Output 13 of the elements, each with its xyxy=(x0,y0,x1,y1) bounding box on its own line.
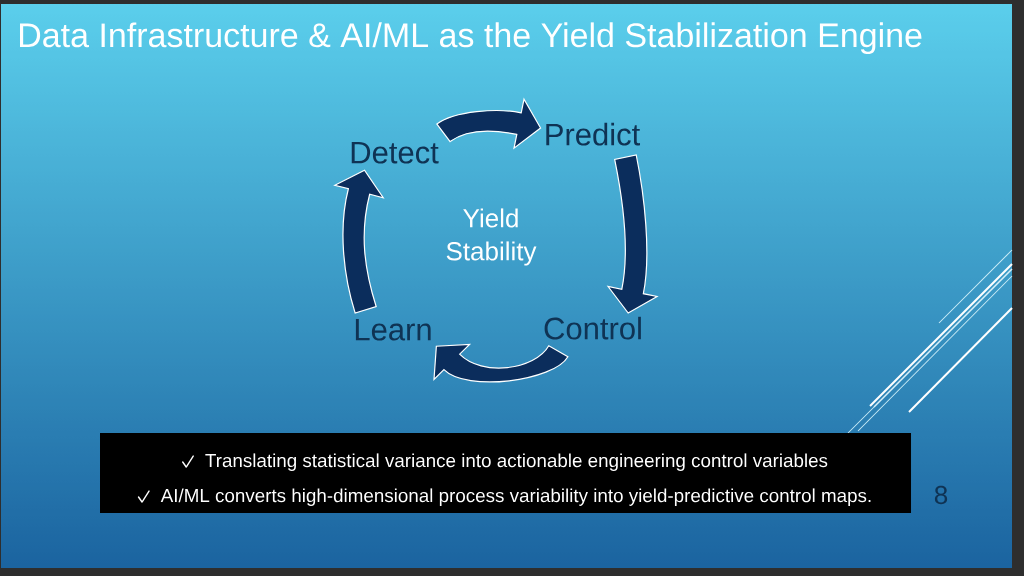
curved-arrow xyxy=(334,169,384,314)
curved-arrow xyxy=(433,343,569,383)
center-label: Yield Stability xyxy=(446,208,537,266)
title: Data Infrastructure & AI/ML as the Yield Stabilization Engine xyxy=(20,22,922,55)
bullet-text: AI/ML converts high-dimensional process variability into yield-predictive control maps. xyxy=(160,488,871,506)
step-label: Control xyxy=(544,316,641,340)
curved-arrow xyxy=(607,154,658,314)
step-label: Predict xyxy=(546,122,640,146)
step-label: Learn xyxy=(355,318,431,341)
bullet-text: Translating statistical variance into actionable engineering control variables xyxy=(205,453,828,471)
curved-arrow xyxy=(436,98,542,149)
page-number: 8 xyxy=(934,485,948,505)
step-label: Detect xyxy=(351,141,439,164)
